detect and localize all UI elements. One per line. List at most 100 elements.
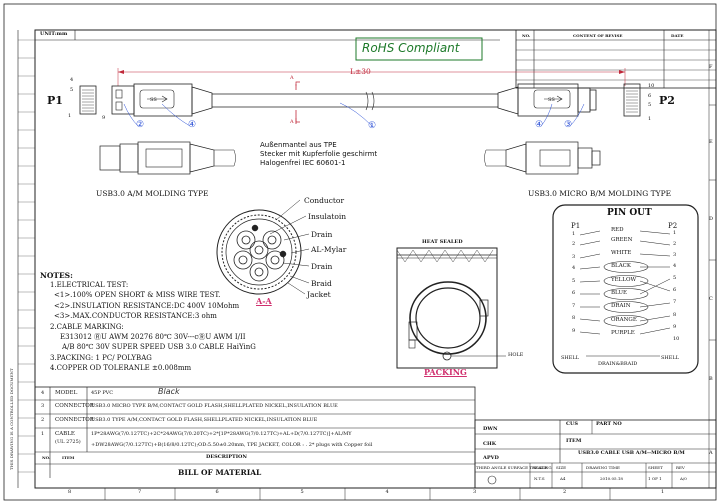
p2-pin-5: 5 <box>648 102 652 108</box>
pinout-right-wire <box>639 278 671 295</box>
pinout-pair-loop-7 <box>603 315 649 327</box>
xs-conductor: Conductor <box>304 196 345 205</box>
bom-row-item-4: MODEL <box>55 390 78 396</box>
packing-title: PACKING <box>424 367 467 377</box>
coiled-cable-inner <box>415 287 481 349</box>
usb-a-side-tip <box>99 145 121 171</box>
p2-pin-6: 6 <box>648 93 652 99</box>
micro-b-side-grip <box>539 149 571 167</box>
bom-row-no-3: 3 <box>41 403 45 409</box>
bom-row-item-2: CONNECTOR <box>55 417 94 423</box>
leader-callout-3 <box>569 103 585 127</box>
tb-apvd: APVD <box>483 455 499 461</box>
micro-b-metal-shell <box>577 87 591 113</box>
bom-header-desc: DESCRIPTION <box>206 454 247 460</box>
pinout-left-wire <box>579 230 601 236</box>
tb-hdr-angle: THIRD ANGLE SURFACE TREATING <box>476 465 552 470</box>
insulated-conductor-3 <box>265 250 285 270</box>
micro-b-tip <box>589 89 597 111</box>
callout-4-right: ④ <box>535 120 544 130</box>
p2-end-face <box>623 83 641 117</box>
micro-b-strain-relief <box>497 86 519 115</box>
tb-hdr-drawing-time: DRAWING TIME <box>586 465 620 470</box>
heat-sealed-label: HEAT SEALED <box>422 239 463 245</box>
col-ref-5: 5 <box>300 489 304 495</box>
callout-4-left: ④ <box>188 120 197 130</box>
col-ref-7: 7 <box>138 489 142 495</box>
pinout-right-wire <box>639 327 671 335</box>
section-aa-title: A-A <box>256 296 272 306</box>
callout-2: ② <box>136 120 145 130</box>
usb-a-metal-shell <box>111 85 135 115</box>
pinout-left-pin-6: 6 <box>572 290 576 296</box>
pinout-box <box>552 204 699 374</box>
usb-a-logo-plate <box>139 89 175 109</box>
tb-hdr-sheet: SHEET <box>648 465 663 470</box>
insulated-conductor-2 <box>233 250 253 270</box>
xs-al-mylar: AL-Mylar <box>311 245 347 254</box>
micro-b-side-relief <box>505 143 527 173</box>
bom-row-no-1: 1 <box>41 431 45 437</box>
pinout-left-pin-7: 7 <box>572 303 576 309</box>
tb-date: 2010.05.18 <box>600 476 623 481</box>
pinout-right-wire <box>639 302 671 308</box>
bom-row-item-sub-1: (UL 2725) <box>55 439 81 445</box>
pinout-right-wire <box>639 240 671 246</box>
usb-a-window-1 <box>115 89 123 99</box>
p1-pin-1: 1 <box>68 113 72 119</box>
model-color-note: Black <box>158 387 180 396</box>
hole-label: HOLE <box>508 352 524 358</box>
cross-section-leader-1 <box>269 215 307 235</box>
tb-hdr-rev: REV <box>676 465 685 470</box>
unit-label: UNIT:mm <box>40 31 68 37</box>
pinout-left-wire <box>579 253 601 259</box>
cross-section-leader-6 <box>287 282 306 295</box>
row-ref-C: C <box>709 296 713 302</box>
bom-row-desc-2: USB3.0 TYPE A/M,CONTACT GOLD FLASH,SHELL… <box>91 417 318 423</box>
xs-drain-1: Drain <box>311 230 333 239</box>
pinout-p2: P2 <box>668 222 678 230</box>
pinout-pair-loop-3 <box>603 261 649 273</box>
col-ref-1: 1 <box>661 489 665 495</box>
leader-callout-4-left <box>161 103 191 127</box>
pinout-left-wire <box>579 280 601 283</box>
jacket-outer <box>216 209 302 295</box>
tb-part-no: PART NO <box>596 421 622 427</box>
pinout-wire-purple: PURPLE <box>611 330 635 336</box>
row-ref-A: A <box>709 450 713 456</box>
note-line-2: <1>.100% OPEN SHORT & MISS WIRE TEST. <box>54 291 221 300</box>
pinout-left-pin-8: 8 <box>572 315 576 321</box>
p2-label: P2 <box>659 94 675 107</box>
pinout-pair-loop-5 <box>603 288 649 300</box>
pinout-left-pin-9: 9 <box>572 328 576 334</box>
micro-b-logo-plate <box>533 89 571 109</box>
xs-insulation: Insulatoin <box>308 212 347 221</box>
pinout-wire-yellow: YELLOW <box>611 277 637 283</box>
p1-pin-9: 9 <box>102 115 106 121</box>
pinout-right-wire <box>639 253 671 257</box>
polybag <box>396 247 498 369</box>
tb-hdr-size: SIZE <box>556 465 567 470</box>
heat-seal-zigzag <box>396 249 494 263</box>
rohs-badge: RoHS Compliant <box>362 41 460 55</box>
cable-break-1 <box>365 91 369 111</box>
pinout-right-pin-7: 7 <box>673 299 677 305</box>
pinout-pair-loop-4 <box>603 275 649 287</box>
insulated-conductor-5 <box>249 240 269 260</box>
german-line-3: Halogenfrei IEC 60601-1 <box>260 159 346 167</box>
insulated-conductor-4 <box>249 262 269 282</box>
packed-plug-a-tip <box>408 339 416 349</box>
note-line-5: 2.CABLE MARKING: <box>50 322 124 331</box>
section-arrow-bottom <box>295 118 300 123</box>
p1-label: P1 <box>47 94 63 107</box>
note-line-1: 1.ELECTRICAL TEST: <box>50 281 129 289</box>
pinout-left-pin-1: 1 <box>572 231 576 237</box>
row-ref-E: E <box>709 138 713 145</box>
packed-plug-b <box>479 299 489 317</box>
conductor-core-2 <box>238 255 248 265</box>
bom-row-desc2-1: +DW28AWG(7/0.127TC)+B(16/8/0.12TC);OD:5.… <box>91 442 373 448</box>
conductor-core-4 <box>254 267 264 277</box>
p1-pin-4: 4 <box>70 77 74 83</box>
pinout-wire-green: GREEN <box>611 237 633 243</box>
